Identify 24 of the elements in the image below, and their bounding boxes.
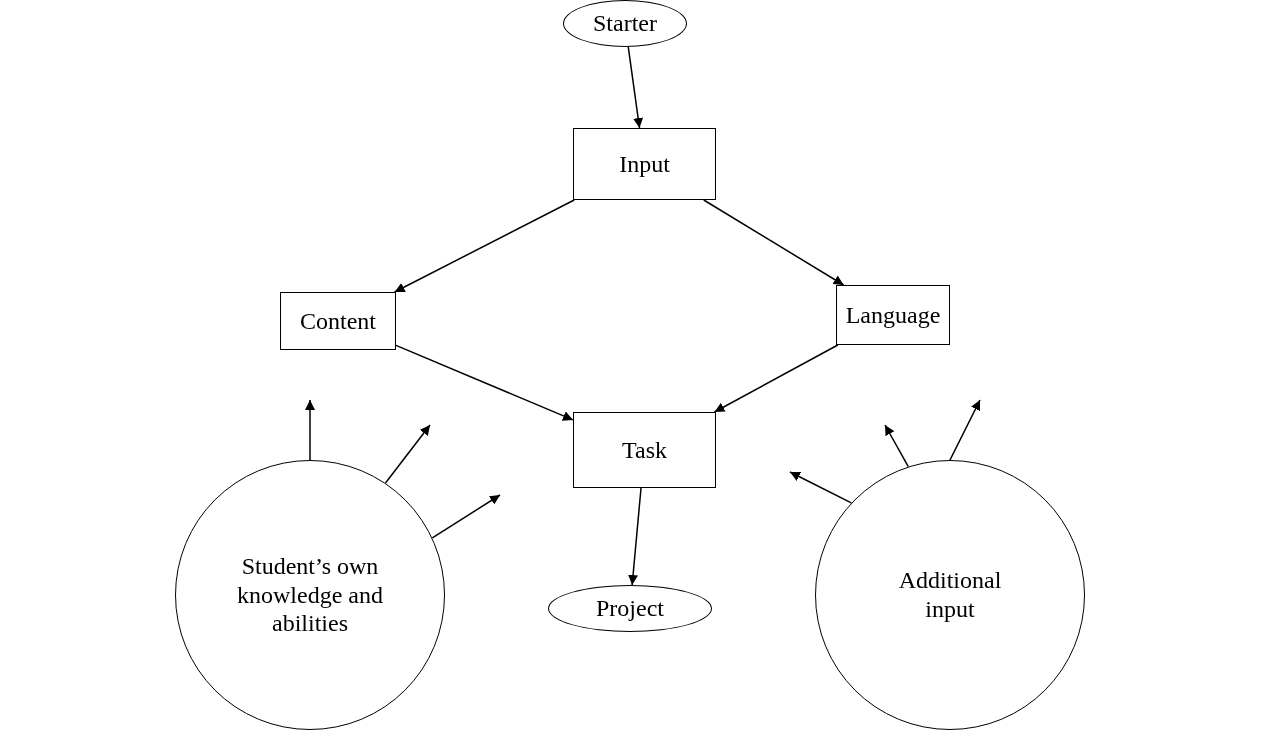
- arrow: [384, 424, 431, 484]
- arrow: [949, 399, 981, 461]
- process-box: [573, 412, 716, 488]
- node-label: Student’s own knowledge and abilities: [236, 551, 384, 639]
- arrow: [628, 487, 642, 586]
- node-label: Starter: [593, 9, 657, 38]
- arrow: [305, 399, 315, 461]
- process-box: [280, 292, 396, 350]
- arrow: [713, 344, 839, 413]
- arrow: [789, 471, 852, 504]
- node-label: Additional input: [897, 566, 1003, 624]
- arrow: [393, 199, 575, 293]
- process-box: [573, 128, 716, 200]
- node-label: Input: [619, 149, 670, 179]
- arrow: [627, 46, 644, 129]
- node-label: Task: [622, 435, 667, 465]
- node-label: Content: [300, 306, 376, 336]
- node-label: Language: [845, 300, 941, 330]
- arrow: [703, 199, 845, 286]
- arrow: [884, 424, 910, 468]
- arrow: [431, 494, 501, 539]
- process-box: [836, 285, 950, 345]
- arrow: [395, 344, 574, 421]
- node-label: Project: [596, 594, 664, 623]
